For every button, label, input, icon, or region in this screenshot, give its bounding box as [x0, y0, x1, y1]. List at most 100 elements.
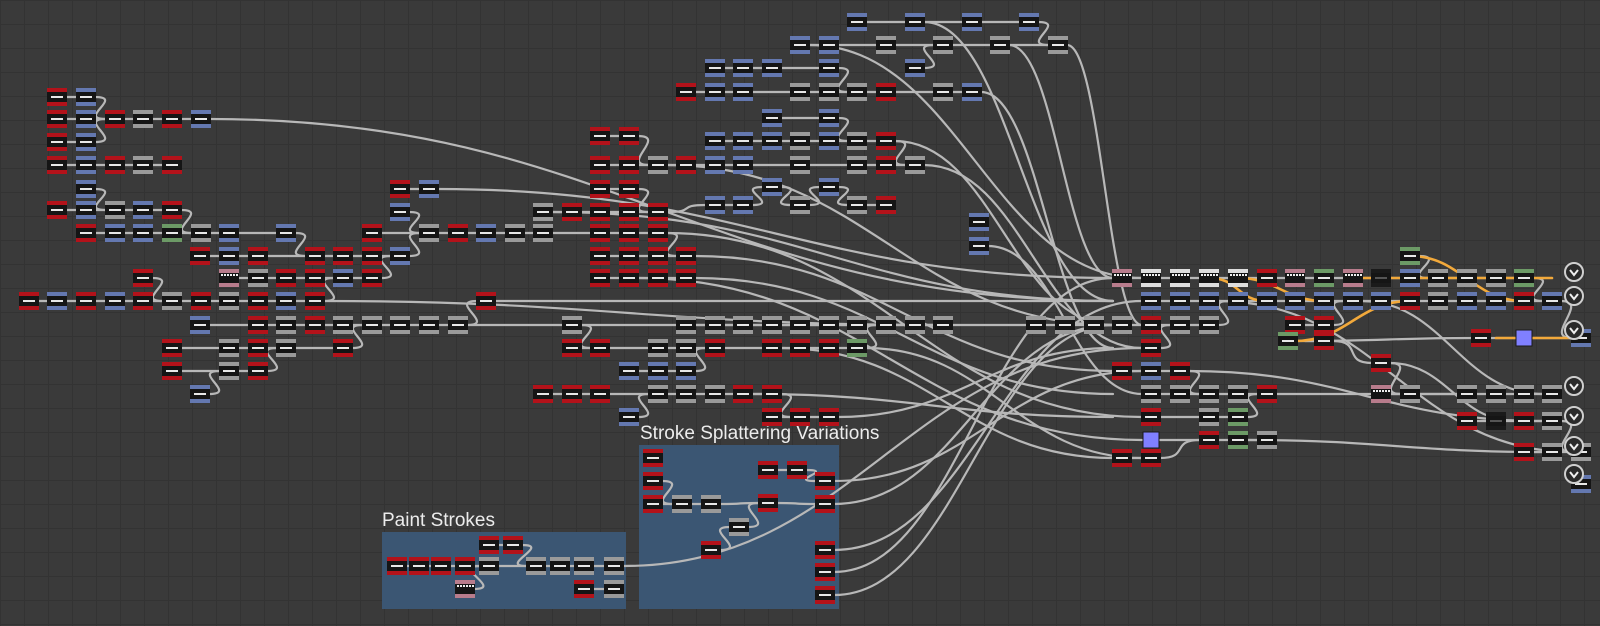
graph-node[interactable] — [1228, 385, 1248, 403]
graph-node[interactable] — [1142, 431, 1160, 449]
graph-node[interactable] — [191, 224, 211, 242]
graph-node[interactable] — [676, 316, 696, 334]
graph-node[interactable] — [648, 156, 668, 174]
graph-node[interactable] — [648, 269, 668, 287]
graph-node[interactable] — [847, 83, 867, 101]
graph-node[interactable] — [648, 362, 668, 380]
graph-node[interactable] — [550, 557, 570, 575]
graph-node[interactable] — [762, 132, 782, 150]
graph-node[interactable] — [362, 316, 382, 334]
graph-node[interactable] — [1170, 292, 1190, 310]
graph-node[interactable] — [1141, 269, 1161, 287]
graph-node[interactable] — [1457, 269, 1477, 287]
graph-node[interactable] — [479, 557, 499, 575]
graph-node[interactable] — [190, 385, 210, 403]
graph-node[interactable] — [1199, 292, 1219, 310]
graph-node[interactable] — [1026, 316, 1046, 334]
graph-node[interactable] — [758, 461, 778, 479]
graph-node[interactable] — [933, 83, 953, 101]
graph-node[interactable] — [790, 408, 810, 426]
graph-node[interactable] — [1486, 412, 1506, 430]
graph-node[interactable] — [76, 180, 96, 198]
graph-node[interactable] — [390, 247, 410, 265]
graph-node[interactable] — [648, 203, 668, 221]
graph-node[interactable] — [1141, 385, 1161, 403]
graph-node[interactable] — [1019, 13, 1039, 31]
graph-node[interactable] — [47, 201, 67, 219]
graph-node[interactable] — [305, 316, 325, 334]
graph-node[interactable] — [562, 385, 582, 403]
graph-node[interactable] — [1112, 269, 1132, 287]
graph-node[interactable] — [604, 580, 624, 598]
graph-node[interactable] — [419, 224, 439, 242]
graph-node[interactable] — [762, 178, 782, 196]
graph-node[interactable] — [1285, 269, 1305, 287]
graph-node[interactable] — [448, 224, 468, 242]
graph-node[interactable] — [619, 269, 639, 287]
graph-node[interactable] — [819, 83, 839, 101]
graph-node[interactable] — [431, 557, 451, 575]
graph-node[interactable] — [503, 536, 523, 554]
output-node-icon[interactable] — [1564, 436, 1584, 456]
graph-node[interactable] — [790, 36, 810, 54]
graph-node[interactable] — [248, 316, 268, 334]
graph-node[interactable] — [758, 494, 778, 512]
graph-node[interactable] — [815, 541, 835, 559]
graph-node[interactable] — [815, 495, 835, 513]
graph-node[interactable] — [705, 156, 725, 174]
graph-node[interactable] — [676, 247, 696, 265]
graph-node[interactable] — [905, 13, 925, 31]
graph-node[interactable] — [533, 203, 553, 221]
graph-node[interactable] — [847, 132, 867, 150]
graph-node[interactable] — [1112, 362, 1132, 380]
graph-node[interactable] — [1514, 292, 1534, 310]
graph-node[interactable] — [1343, 292, 1363, 310]
output-node-icon[interactable] — [1564, 320, 1584, 340]
graph-node[interactable] — [762, 385, 782, 403]
graph-node[interactable] — [276, 339, 296, 357]
graph-node[interactable] — [219, 224, 239, 242]
graph-node[interactable] — [1371, 385, 1391, 403]
graph-node[interactable] — [1428, 269, 1448, 287]
graph-node[interactable] — [133, 110, 153, 128]
graph-node[interactable] — [705, 316, 725, 334]
graph-node[interactable] — [133, 269, 153, 287]
graph-node[interactable] — [819, 178, 839, 196]
graph-node[interactable] — [1278, 332, 1298, 350]
graph-node[interactable] — [676, 83, 696, 101]
graph-node[interactable] — [1257, 431, 1277, 449]
graph-node[interactable] — [191, 110, 211, 128]
graph-node[interactable] — [815, 563, 835, 581]
graph-node[interactable] — [76, 156, 96, 174]
graph-node[interactable] — [479, 536, 499, 554]
graph-node[interactable] — [76, 88, 96, 106]
graph-node[interactable] — [76, 133, 96, 151]
graph-node[interactable] — [787, 461, 807, 479]
graph-node[interactable] — [191, 292, 211, 310]
graph-node[interactable] — [47, 156, 67, 174]
graph-node[interactable] — [969, 237, 989, 255]
graph-node[interactable] — [933, 36, 953, 54]
graph-node[interactable] — [333, 316, 353, 334]
graph-node[interactable] — [248, 292, 268, 310]
graph-node[interactable] — [705, 196, 725, 214]
graph-node[interactable] — [1457, 412, 1477, 430]
output-node-icon[interactable] — [1564, 464, 1584, 484]
graph-node[interactable] — [1141, 339, 1161, 357]
graph-node[interactable] — [390, 316, 410, 334]
graph-node[interactable] — [1514, 443, 1534, 461]
graph-node[interactable] — [47, 110, 67, 128]
graph-node[interactable] — [1285, 316, 1305, 334]
graph-node[interactable] — [362, 224, 382, 242]
graph-node[interactable] — [219, 247, 239, 265]
graph-node[interactable] — [905, 59, 925, 77]
graph-node[interactable] — [705, 59, 725, 77]
graph-node[interactable] — [76, 224, 96, 242]
graph-node[interactable] — [305, 247, 325, 265]
graph-node[interactable] — [1514, 412, 1534, 430]
graph-nodes[interactable] — [19, 13, 1591, 604]
graph-node[interactable] — [1515, 329, 1533, 347]
graph-node[interactable] — [1371, 269, 1391, 287]
graph-node[interactable] — [1170, 362, 1190, 380]
graph-node[interactable] — [847, 196, 867, 214]
